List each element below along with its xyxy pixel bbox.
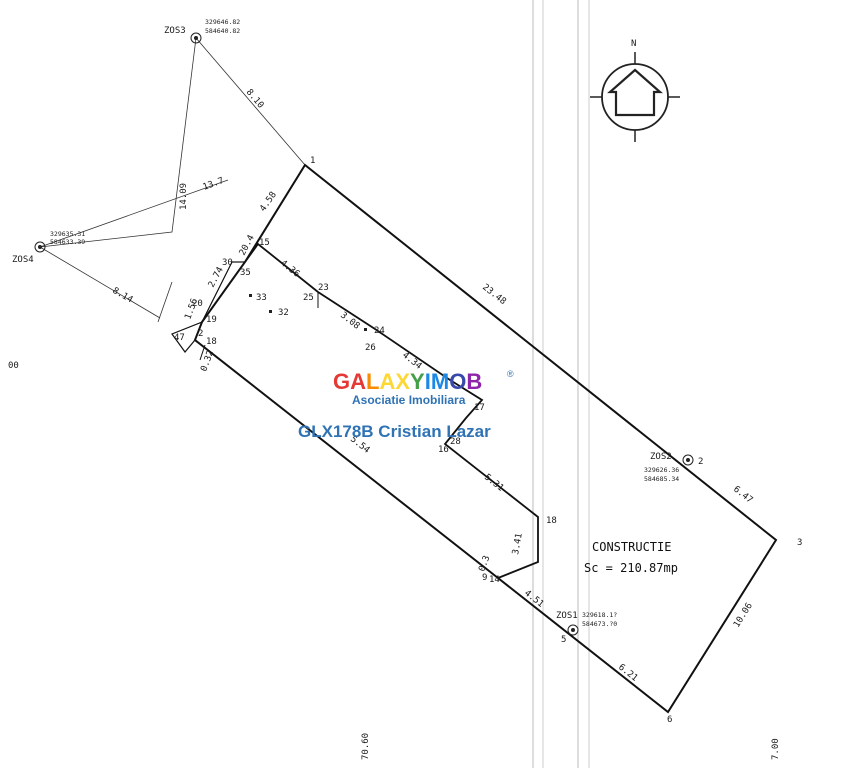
watermark-mark: ® <box>507 369 514 379</box>
point-label: 2 <box>198 329 203 339</box>
point-label: 15 <box>259 238 270 248</box>
dimension-label: 6.47 <box>731 484 754 505</box>
inner-boundary <box>171 261 233 353</box>
north-label: N <box>631 39 636 49</box>
dimension-label: 8.10 <box>244 88 266 111</box>
dimension-label: 5.31 <box>482 472 505 493</box>
traverse-line <box>157 281 173 323</box>
point-label: 26 <box>365 343 376 353</box>
station-zos2: ZOS2 329626.36 584685.34 <box>644 452 694 483</box>
station-label: ZOS4 <box>12 255 34 265</box>
dimension-label: 20.4 <box>238 234 257 258</box>
point-label: 18 <box>206 337 217 347</box>
station-label: ZOS2 <box>650 452 672 462</box>
inner-boundary <box>244 242 539 579</box>
station-zos3: ZOS3 329646.82 584640.82 <box>164 18 240 44</box>
margin-label: 70.60 <box>361 733 371 760</box>
point-label: 16 <box>438 445 449 455</box>
station-zos1: ZOS1 329618.1? 584673.?0 <box>556 611 617 636</box>
point-label: 18 <box>546 516 557 526</box>
point-label: 20 <box>192 299 203 309</box>
margin-label: 7.00 <box>771 738 781 760</box>
point-label: 35 <box>240 268 251 278</box>
traverse-line <box>39 179 229 248</box>
north-arrow-icon: N <box>590 39 680 142</box>
point-label: 14 <box>489 575 500 585</box>
station-coord: 329646.82 <box>205 18 240 26</box>
point-label: 47 <box>174 333 185 343</box>
watermark: GALAXYIMOB ® Asociatie Imobiliara GLX178… <box>298 369 514 441</box>
dimension-label: 1.56 <box>183 297 200 321</box>
point-marker <box>364 328 367 331</box>
margin-label: 00 <box>8 361 19 371</box>
point-label: 6 <box>667 715 672 725</box>
dimension-label: 13.7 <box>202 176 226 193</box>
dimension-label: 14.09 <box>179 183 189 210</box>
point-label: 33 <box>256 293 267 303</box>
point-label: 9 <box>482 573 487 583</box>
traverse-line <box>39 246 161 319</box>
station-zos4: ZOS4 329635.31 584633.39 <box>12 230 85 265</box>
dimension-label: 8.14 <box>111 286 135 306</box>
dimension-label: 23.48 <box>480 282 508 307</box>
point-label: 28 <box>450 437 461 447</box>
point-label: 32 <box>278 308 289 318</box>
point-label: 1 <box>310 156 315 166</box>
watermark-brand: GALAXYIMOB <box>333 369 482 394</box>
station-coord: 329635.31 <box>50 230 85 238</box>
station-coord: 329626.36 <box>644 466 679 474</box>
point-label: 5 <box>561 635 566 645</box>
point-label: 17 <box>474 403 485 413</box>
property-boundary <box>193 163 778 714</box>
point-label: 3 <box>797 538 802 548</box>
building-area: Sc = 210.87mp <box>584 561 678 575</box>
point-marker <box>249 294 252 297</box>
dimension-label: 3.08 <box>338 310 361 331</box>
point-label: 30 <box>222 258 233 268</box>
dimension-label: 2.74 <box>207 266 226 290</box>
station-coord: 329618.1? <box>582 611 617 619</box>
point-label: 2 <box>698 457 703 467</box>
station-coord: 584633.39 <box>50 238 85 246</box>
dimension-label: 0.3 <box>477 554 492 573</box>
point-label: 23 <box>318 283 329 293</box>
watermark-subtitle: Asociatie Imobiliara <box>352 393 466 407</box>
station-coord: 584673.?0 <box>582 620 617 628</box>
traverse-line <box>39 37 197 248</box>
point-marker <box>269 310 272 313</box>
station-label: ZOS3 <box>164 26 186 36</box>
point-label: 24 <box>374 326 385 336</box>
point-label: 19 <box>206 315 217 325</box>
inner-boundary <box>199 344 206 361</box>
building-name: CONSTRUCTIE <box>592 540 671 554</box>
station-label: ZOS1 <box>556 611 578 621</box>
traverse-line <box>195 37 306 166</box>
dimension-label: 4.58 <box>258 190 279 214</box>
dimension-label: 3.41 <box>511 532 525 555</box>
station-coord: 584640.82 <box>205 27 240 35</box>
point-label: 25 <box>303 293 314 303</box>
watermark-agent: GLX178B Cristian Lazar <box>298 422 491 441</box>
station-coord: 584685.34 <box>644 475 679 483</box>
